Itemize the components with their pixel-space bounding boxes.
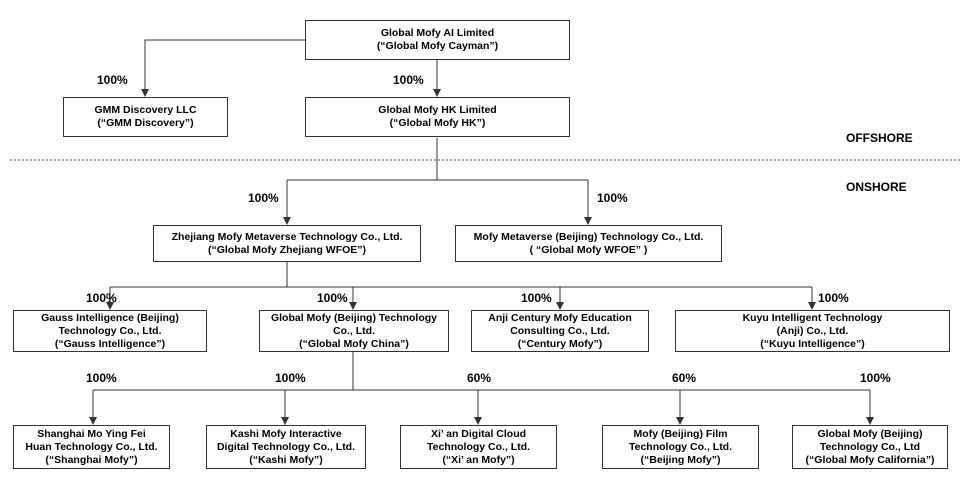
- region-label-offshore: OFFSHORE: [846, 131, 913, 145]
- entity-gmm-discovery: GMM Discovery LLC (“GMM Discovery”): [63, 97, 228, 137]
- entity-alias: (“Shanghai Mofy”): [45, 453, 138, 466]
- entity-name: Shanghai Mo Ying Fei: [37, 427, 146, 440]
- entity-century-mofy: Anji Century Mofy Education Consulting C…: [471, 310, 649, 352]
- ownership-pct-shanghai: 100%: [86, 371, 117, 385]
- entity-alias: (“Kashi Mofy”): [249, 453, 323, 466]
- entity-name: Global Mofy (Beijing) Technology: [270, 311, 438, 324]
- entity-alias: (“GMM Discovery”): [97, 117, 194, 129]
- entity-name-cont: Digital Technology Co., Ltd.: [216, 440, 356, 453]
- ownership-pct-gmm: 100%: [97, 73, 128, 87]
- entity-beijing-mofy: Mofy (Beijing) Film Technology Co., Ltd.…: [602, 425, 759, 469]
- entity-gauss-intelligence: Gauss Intelligence (Beijing) Technology …: [13, 310, 207, 352]
- ownership-pct-gauss: 100%: [86, 291, 117, 305]
- entity-shanghai-mofy: Shanghai Mo Ying Fei Huan Technology Co.…: [13, 425, 170, 469]
- entity-name: Global Mofy AI Limited: [380, 27, 495, 39]
- ownership-pct-hk: 100%: [393, 73, 424, 87]
- entity-name: Zhejiang Mofy Metaverse Technology Co., …: [171, 230, 403, 243]
- entity-global-mofy-china: Global Mofy (Beijing) Technology Co., Lt…: [259, 310, 449, 352]
- entity-alias: (“Gauss Intelligence”): [54, 337, 166, 350]
- ownership-pct-kashi: 100%: [275, 371, 306, 385]
- entity-alias: (“Global Mofy HK”): [389, 117, 486, 129]
- entity-name-cont: Technology Co., Ltd.: [426, 440, 531, 453]
- entity-global-mofy-wfoe: Mofy Metaverse (Beijing) Technology Co.,…: [455, 225, 722, 262]
- entity-name-cont: Huan Technology Co., Ltd.: [25, 440, 158, 453]
- entity-name: GMM Discovery LLC: [94, 104, 197, 116]
- entity-name: Xi’ an Digital Cloud: [430, 427, 527, 440]
- entity-name-cont: (Anji) Co., Ltd.: [776, 324, 849, 337]
- entity-kuyu-intelligence: Kuyu Intelligent Technology (Anji) Co., …: [675, 310, 950, 352]
- entity-name: Kashi Mofy Interactive: [230, 427, 342, 440]
- entity-alias: (“Beijing Mofy”): [640, 453, 721, 466]
- ownership-pct-bjfilm: 60%: [672, 371, 697, 385]
- entity-alias: (“Global Mofy Cayman”): [376, 40, 499, 52]
- ownership-pct-zhejiang: 100%: [248, 191, 279, 205]
- entity-name: Mofy Metaverse (Beijing) Technology Co.,…: [473, 230, 704, 243]
- ownership-pct-xian: 60%: [467, 371, 492, 385]
- entity-global-mofy-cayman: Global Mofy AI Limited (“Global Mofy Cay…: [305, 20, 570, 60]
- entity-name-cont: Consulting Co., Ltd.: [510, 324, 610, 337]
- ownership-pct-kuyu: 100%: [818, 291, 849, 305]
- entity-kashi-mofy: Kashi Mofy Interactive Digital Technolog…: [206, 425, 366, 469]
- entity-alias: (“Kuyu Intelligence”): [760, 337, 865, 350]
- entity-xian-mofy: Xi’ an Digital Cloud Technology Co., Ltd…: [400, 425, 557, 469]
- region-label-onshore: ONSHORE: [846, 180, 907, 194]
- entity-name: Kuyu Intelligent Technology: [742, 311, 883, 324]
- ownership-pct-california: 100%: [860, 371, 891, 385]
- ownership-pct-wfoe: 100%: [597, 191, 628, 205]
- ownership-pct-gmchina: 100%: [317, 291, 348, 305]
- entity-global-mofy-zhejiang-wfoe: Zhejiang Mofy Metaverse Technology Co., …: [153, 225, 421, 262]
- entity-name-cont: Technology Co., Ltd.: [58, 324, 162, 337]
- entity-alias: (“Global Mofy China”): [299, 337, 409, 350]
- connector-cayman-gmm: [141, 39, 305, 97]
- entity-name: Anji Century Mofy Education: [488, 311, 632, 324]
- entity-alias: (“Global Mofy California”): [805, 453, 935, 466]
- entity-alias: (“Global Mofy Zhejiang WFOE”): [207, 243, 367, 256]
- entity-global-mofy-california: Global Mofy (Beijing) Technology Co., Lt…: [792, 425, 948, 469]
- entity-global-mofy-hk: Global Mofy HK Limited (“Global Mofy HK”…: [305, 97, 570, 137]
- entity-name: Global Mofy (Beijing): [817, 427, 923, 440]
- ownership-pct-anji: 100%: [521, 291, 552, 305]
- entity-alias: ( “Global Mofy WFOE” ): [529, 243, 648, 256]
- entity-name-cont: Technology Co., Ltd: [819, 440, 921, 453]
- entity-alias: (“Xi’ an Mofy”): [442, 453, 515, 466]
- entity-name: Global Mofy HK Limited: [378, 104, 497, 116]
- entity-name: Mofy (Beijing) Film: [633, 427, 728, 440]
- entity-name-cont: Technology Co., Ltd.: [628, 440, 733, 453]
- entity-name: Gauss Intelligence (Beijing): [41, 311, 179, 324]
- entity-name-cont: Co., Ltd.: [333, 324, 375, 337]
- entity-alias: (“Century Mofy”): [517, 337, 603, 350]
